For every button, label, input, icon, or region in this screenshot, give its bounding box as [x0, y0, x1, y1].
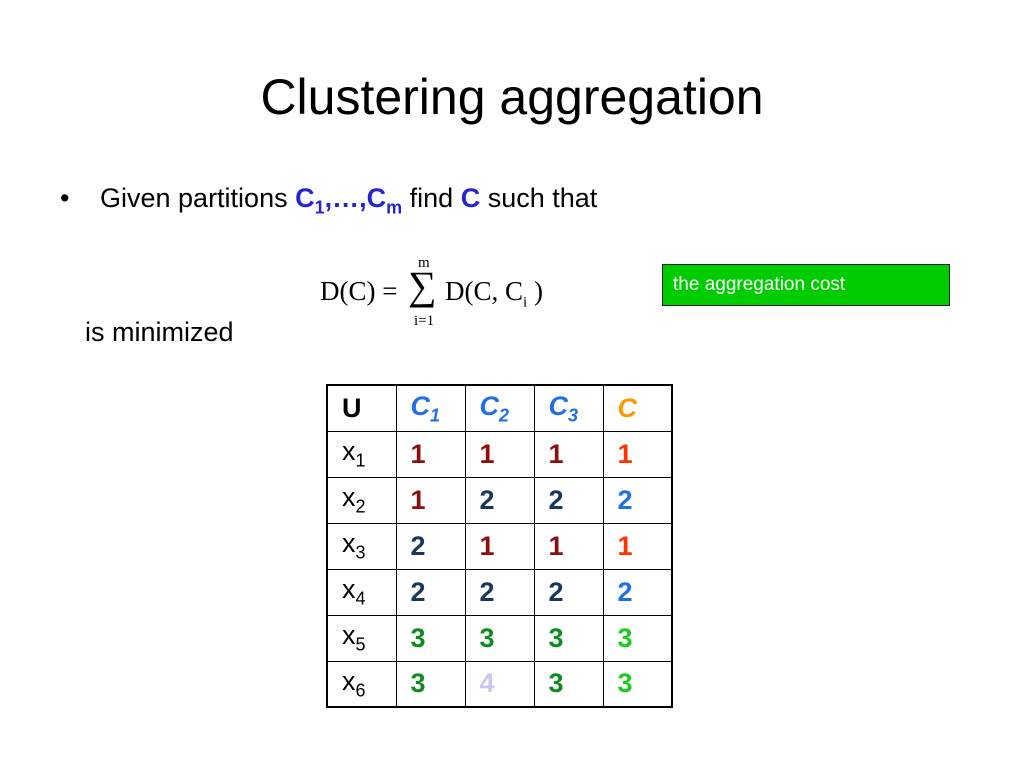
header-u: U [326, 384, 397, 432]
formula-upper-limit: m [418, 255, 430, 271]
cell-c2: 2 [464, 476, 535, 524]
header-letter: C [548, 390, 569, 421]
row-sub: 6 [355, 680, 366, 701]
cell-c2: 1 [464, 430, 535, 478]
row-letter: x [342, 436, 356, 467]
formula-rhs-sub: i [523, 294, 528, 311]
table-header-row: U C1 C2 C3 C [326, 384, 673, 432]
is-minimized-text: is minimized [85, 317, 234, 347]
formula-rhs: D(C, Ci ) [445, 276, 543, 311]
table-row: x1 1 1 1 1 [326, 430, 673, 478]
row-sub: 1 [355, 450, 366, 471]
formula-lower-limit: i=1 [414, 313, 435, 329]
cell-c1: 2 [395, 522, 466, 570]
cell-c3: 2 [533, 476, 604, 524]
header-letter: C [410, 390, 431, 421]
cell-c3: 1 [533, 430, 604, 478]
aggregation-formula: D(C) = m ∑ i=1 D(C, Ci ) [320, 255, 560, 338]
cell-c3: 2 [533, 568, 604, 616]
bullet-given-partitions: •Given partitions C1,…,Cm find C such th… [60, 178, 597, 227]
cell-c1: 2 [395, 568, 466, 616]
cell-c3: 3 [533, 660, 604, 708]
partition-letter-first: C [295, 183, 315, 213]
header-sub: 2 [499, 404, 510, 425]
bullet-text-find: find [402, 183, 461, 213]
table-row: x2 1 2 2 2 [326, 476, 673, 524]
row-sub: 2 [355, 496, 366, 517]
cell-c1: 1 [395, 476, 466, 524]
row-label: x2 [326, 476, 397, 524]
formula-rhs-main: D(C, C [445, 276, 524, 306]
formula-lhs: D(C) = [320, 276, 398, 306]
cell-c3: 1 [533, 522, 604, 570]
table-row: x4 2 2 2 2 [326, 568, 673, 616]
cell-c1: 3 [395, 660, 466, 708]
partition-ellipsis: ,…, [324, 183, 367, 213]
cell-c: 3 [602, 614, 673, 662]
row-letter: x [342, 574, 356, 605]
table-row: x5 3 3 3 3 [326, 614, 673, 662]
header-sub: 1 [430, 404, 441, 425]
slide-title: Clustering aggregation [260, 69, 764, 125]
aggregation-cost-label: the aggregation cost [662, 264, 950, 306]
bullet-text-given: Given partitions [100, 183, 296, 213]
row-letter: x [342, 528, 356, 559]
row-letter: x [342, 666, 356, 697]
row-label: x6 [326, 660, 397, 708]
cell-c: 1 [602, 522, 673, 570]
header-c2: C2 [464, 384, 535, 432]
row-sub: 5 [355, 634, 366, 655]
sigma-icon: ∑ [408, 263, 437, 308]
partition-sub-m: m [386, 197, 403, 218]
row-sub: 4 [355, 588, 366, 609]
partitions-range: C1,…,Cm [295, 183, 402, 217]
row-label: x3 [326, 522, 397, 570]
partition-sub-1: 1 [314, 197, 325, 218]
cell-c: 3 [602, 660, 673, 708]
row-sub: 3 [355, 542, 366, 563]
header-c3: C3 [533, 384, 604, 432]
cell-c2: 3 [464, 614, 535, 662]
cell-c3: 3 [533, 614, 604, 662]
bullet-dot-icon: • [60, 183, 70, 213]
cell-c2: 4 [464, 660, 535, 708]
bullet-text-such-that: such that [480, 183, 598, 213]
table-row: x3 2 1 1 1 [326, 522, 673, 570]
row-letter: x [342, 620, 356, 651]
cell-c: 2 [602, 568, 673, 616]
cell-c2: 1 [464, 522, 535, 570]
row-label: x5 [326, 614, 397, 662]
aggregate-c: C [460, 183, 481, 213]
cell-c1: 1 [395, 430, 466, 478]
clustering-table: U C1 C2 C3 C x1 1 1 1 1 x2 1 2 2 2 x3 2 … [326, 384, 673, 708]
cell-c: 2 [602, 476, 673, 524]
cell-c: 1 [602, 430, 673, 478]
header-sub: 3 [568, 404, 579, 425]
row-letter: x [342, 482, 356, 513]
formula-rhs-close: ) [527, 276, 543, 306]
header-c: C [602, 384, 673, 432]
cell-c1: 3 [395, 614, 466, 662]
header-letter: C [479, 390, 500, 421]
partition-letter-last: C [366, 183, 387, 213]
header-c1: C1 [395, 384, 466, 432]
cell-c2: 2 [464, 568, 535, 616]
row-label: x4 [326, 568, 397, 616]
table-row: x6 3 4 3 3 [326, 660, 673, 708]
row-label: x1 [326, 430, 397, 478]
